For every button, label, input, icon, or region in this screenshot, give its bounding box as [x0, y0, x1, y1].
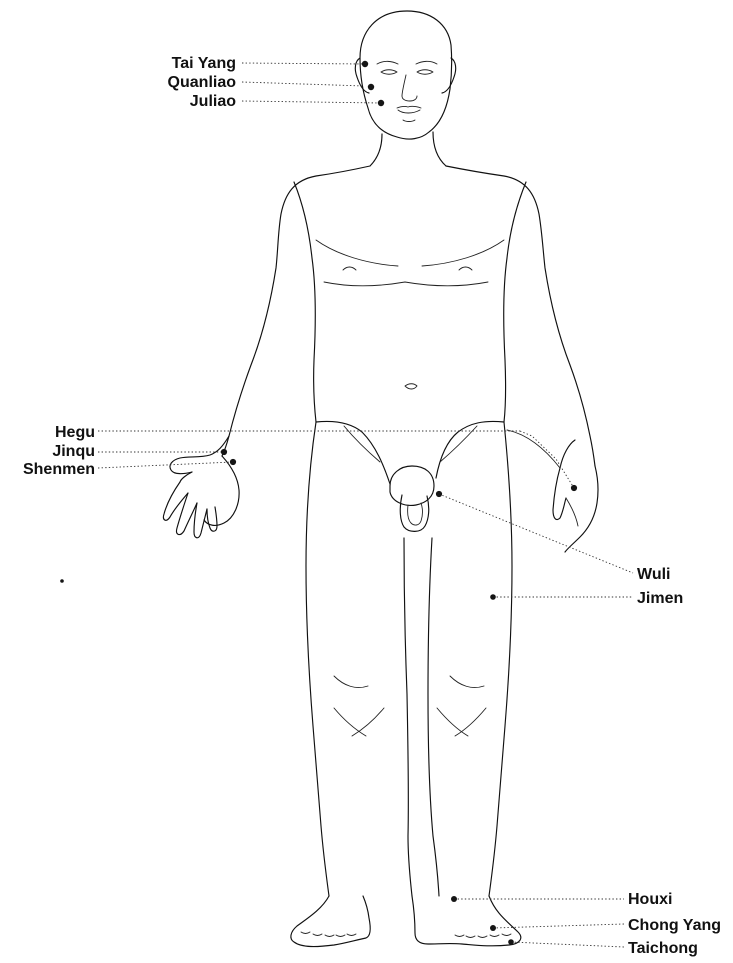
quanliao-point-icon — [368, 84, 374, 90]
wuli-point-icon — [436, 491, 442, 497]
jinqu-point-icon — [221, 449, 227, 455]
acupoint-labels: Tai Yang Quanliao Juliao Hegu Jinqu Shen… — [23, 55, 721, 957]
juliao-point-icon — [378, 100, 384, 106]
houxi-point-icon — [451, 896, 457, 902]
label-juliao: Juliao — [190, 93, 236, 110]
label-chong-yang: Chong Yang — [628, 917, 721, 934]
taichong-point-icon — [508, 939, 514, 945]
label-wuli: Wuli — [637, 566, 670, 583]
label-quanliao: Quanliao — [168, 74, 237, 91]
shenmen-point-icon — [230, 459, 236, 465]
label-jinqu: Jinqu — [52, 443, 95, 460]
label-hegu: Hegu — [55, 424, 95, 441]
chong-yang-point-icon — [490, 925, 496, 931]
label-tai-yang: Tai Yang — [172, 55, 236, 72]
label-shenmen: Shenmen — [23, 461, 95, 478]
label-taichong: Taichong — [628, 940, 698, 957]
label-jimen: Jimen — [637, 590, 683, 607]
label-houxi: Houxi — [628, 891, 672, 908]
body-outline-icon — [163, 11, 598, 947]
hegu-point-icon — [571, 485, 577, 491]
tai-yang-point-icon — [362, 61, 368, 67]
stray-dot-icon — [60, 579, 64, 583]
acupoint-dots — [60, 61, 577, 945]
jimen-point-icon — [490, 594, 496, 600]
